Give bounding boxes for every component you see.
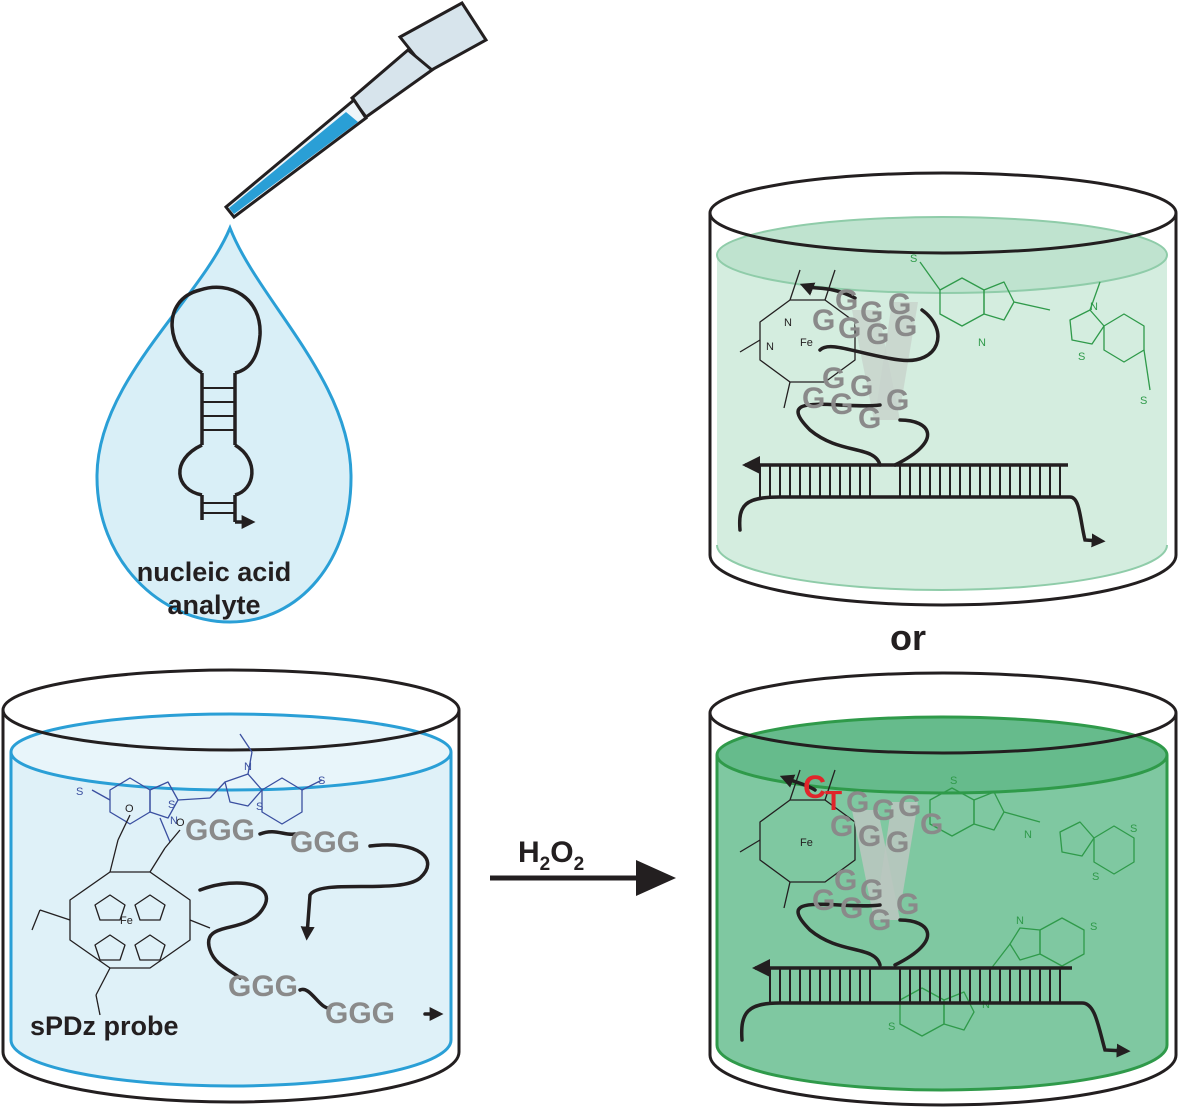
- heme-structure-top: [739, 269, 856, 409]
- atom-n: N: [766, 341, 774, 353]
- atom-n: N: [1016, 915, 1024, 927]
- heme-structure-bottom: [739, 769, 856, 909]
- g-tract: GGG: [290, 826, 360, 859]
- probe-label: sPDz probe: [30, 1011, 179, 1041]
- guanine: G: [896, 888, 919, 921]
- guanine: G: [812, 304, 835, 337]
- probe-heme-structure: [31, 814, 211, 1016]
- guanine: G: [835, 284, 858, 317]
- guanine: G: [860, 296, 883, 329]
- guanine: G: [888, 288, 911, 321]
- guanine: G: [858, 820, 881, 853]
- hybrid-duplex-bottom: [739, 959, 1131, 1058]
- product-beaker-dark: S N S S N S S N Fe C T: [708, 671, 1178, 1107]
- atom-s: S: [950, 775, 957, 787]
- guanine: G: [834, 864, 857, 897]
- guanine: G: [858, 402, 881, 435]
- atom-s: S: [168, 799, 175, 811]
- atom-n: N: [1024, 829, 1032, 841]
- atom-s: S: [888, 1021, 895, 1033]
- reaction-arrow: H2O2: [490, 836, 676, 896]
- atom-s: S: [1078, 351, 1085, 363]
- atom-n: N: [170, 815, 178, 827]
- atom-o: O: [125, 803, 134, 815]
- hybrid-duplex-top: [737, 456, 1106, 548]
- guanine: G: [838, 312, 861, 345]
- g-quartet-bottom: G G G G G G G G G G G G G: [812, 786, 943, 937]
- probe-strand: [198, 830, 444, 1021]
- guanine: G: [860, 874, 883, 907]
- atom-s: S: [1090, 921, 1097, 933]
- guanine: G: [850, 370, 873, 403]
- probe-beaker: S N S S N S Fe O O: [1, 668, 461, 1104]
- guanine: G: [920, 808, 943, 841]
- atom-s: S: [318, 775, 325, 787]
- atom-s: S: [256, 801, 263, 813]
- guanine: G: [886, 826, 909, 859]
- guanine: G: [840, 892, 863, 925]
- or-label: or: [890, 617, 926, 658]
- g-quadruplex-bottom: [779, 774, 930, 967]
- guanine: G: [866, 318, 889, 351]
- guanine: G: [886, 384, 909, 417]
- atom-s: S: [1140, 395, 1147, 407]
- atom-o: O: [176, 817, 185, 829]
- guanine: G: [868, 904, 891, 937]
- atom-fe: Fe: [120, 915, 133, 927]
- droplet-label-line1: nucleic acid: [137, 557, 292, 587]
- atom-fe: Fe: [800, 337, 813, 349]
- droplet-label-line2: analyte: [167, 590, 260, 620]
- atom-n: N: [982, 999, 990, 1011]
- guanine: G: [812, 884, 835, 917]
- dye-structure-top: [919, 261, 1151, 391]
- guanine: G: [822, 362, 845, 395]
- atom-s: S: [76, 786, 83, 798]
- guanine: G: [830, 810, 853, 843]
- guanine: G: [894, 310, 917, 343]
- g-quadruplex-top: [796, 282, 940, 467]
- atom-s: S: [910, 253, 917, 265]
- mutation-t: T: [825, 785, 842, 816]
- pipette: [223, 1, 489, 220]
- g-quartet-top: G G G G G G G G G G G G G: [802, 284, 917, 435]
- guanine: G: [846, 786, 869, 819]
- atom-n: N: [1090, 301, 1098, 313]
- reagent-label: H2O2: [518, 836, 584, 875]
- guanine: G: [830, 388, 853, 421]
- hairpin-analyte: [170, 285, 262, 529]
- g-tract: GGG: [185, 814, 255, 847]
- g-tracts-probe: GGG GGG GGG GGG: [185, 814, 395, 1030]
- dye-structure-bottom: [899, 787, 1135, 1037]
- g-tract: GGG: [228, 970, 298, 1003]
- atom-n: N: [784, 317, 792, 329]
- mutation-c: C: [803, 769, 826, 805]
- guanine: G: [802, 382, 825, 415]
- product-beaker-light: S N N S S Fe N N G G: [708, 171, 1178, 607]
- atom-n: N: [978, 337, 986, 349]
- guanine: G: [872, 794, 895, 827]
- atom-n: N: [244, 761, 252, 773]
- atom-s: S: [1092, 871, 1099, 883]
- guanine: G: [898, 790, 921, 823]
- atom-s: S: [1130, 823, 1137, 835]
- atom-fe: Fe: [800, 837, 813, 849]
- g-tract: GGG: [325, 997, 395, 1030]
- probe-dye-structure: [91, 733, 323, 843]
- analyte-droplet: nucleic acid analyte: [95, 223, 353, 624]
